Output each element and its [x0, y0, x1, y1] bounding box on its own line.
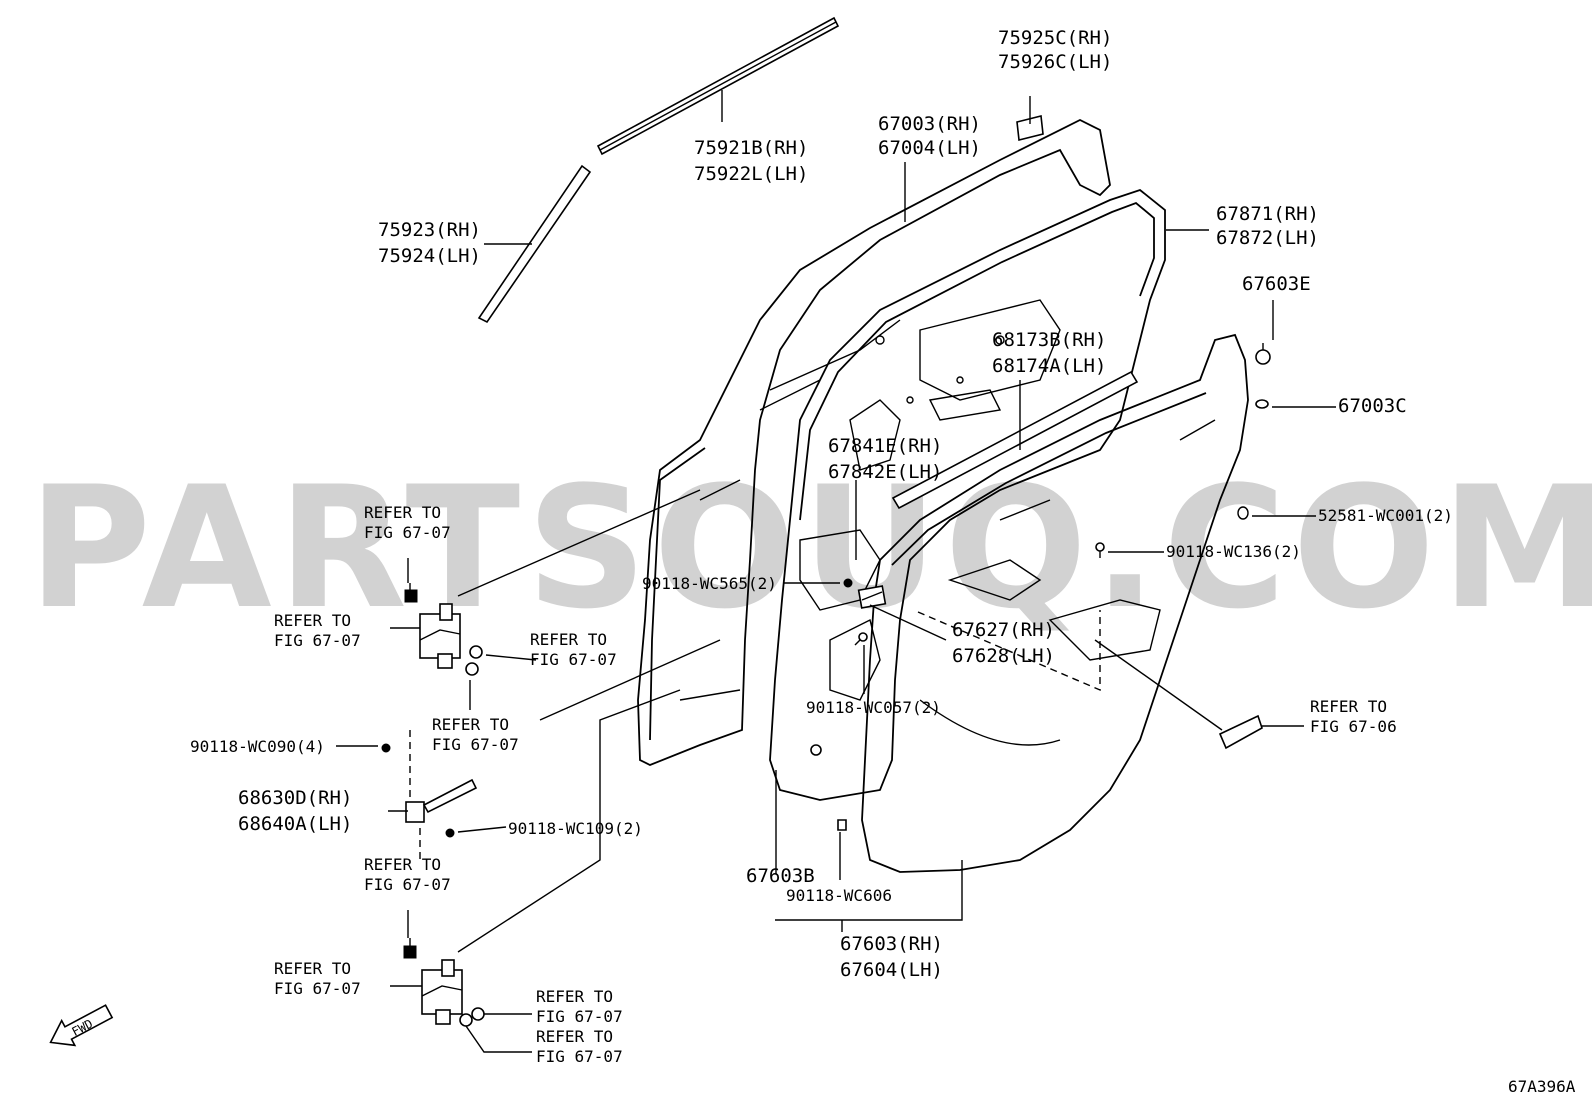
label-52581-wc001[interactable]: 52581-WC001(2): [1318, 506, 1453, 525]
ref-lower-hinge-line2[interactable]: FIG 67-07: [274, 979, 361, 998]
label-75925c[interactable]: 75925C(RH): [998, 27, 1112, 49]
handle-bezel[interactable]: [1218, 714, 1263, 750]
fwd-arrow-icon: FWD: [49, 1004, 114, 1047]
ref-mid-line1[interactable]: REFER TO: [432, 715, 509, 734]
leader-lines: [336, 90, 1336, 1053]
label-67841e[interactable]: 67841E(RH): [828, 435, 942, 457]
weatherstrip-67871[interactable]: [769, 188, 1166, 801]
label-67603b[interactable]: 67603B: [746, 865, 815, 887]
label-67003[interactable]: 67003(RH): [878, 113, 981, 135]
bracket-75925[interactable]: [1016, 115, 1044, 141]
label-90118-wc109[interactable]: 90118-WC109(2): [508, 819, 643, 838]
label-90118-wc606[interactable]: 90118-WC606: [786, 886, 892, 905]
label-75924[interactable]: 75924(LH): [378, 245, 481, 267]
label-75926c[interactable]: 75926C(LH): [998, 51, 1112, 73]
upper-hinge-nuts[interactable]: [465, 645, 483, 676]
glass-run-68173[interactable]: [891, 370, 1139, 510]
ref-handle-line1[interactable]: REFER TO: [1310, 697, 1387, 716]
label-90118-wc090[interactable]: 90118-WC090(4): [190, 737, 325, 756]
door-trim-67603[interactable]: [861, 333, 1249, 873]
upper-hinge[interactable]: [419, 603, 461, 669]
label-67627[interactable]: 67627(RH): [952, 619, 1055, 641]
label-75922l[interactable]: 75922L(LH): [694, 163, 808, 185]
label-75923[interactable]: 75923(RH): [378, 219, 481, 241]
ref-upper-nut-line1[interactable]: REFER TO: [530, 630, 607, 649]
upper-hinge-bolt[interactable]: [404, 583, 418, 603]
ref-upper-bolt-line1[interactable]: REFER TO: [364, 503, 441, 522]
label-90118-wc136[interactable]: 90118-WC136(2): [1166, 542, 1301, 561]
label-67871[interactable]: 67871(RH): [1216, 203, 1319, 225]
label-67004[interactable]: 67004(LH): [878, 137, 981, 159]
ref-upper-hinge-line1[interactable]: REFER TO: [274, 611, 351, 630]
lower-hinge[interactable]: [421, 959, 463, 1025]
clip-67603b[interactable]: [810, 744, 822, 756]
moulding-strip-75923[interactable]: [477, 164, 592, 324]
callout-labels: 75925C(RH) 75926C(LH) 75921B(RH) 75922L(…: [190, 27, 1453, 1066]
ref-upper-hinge-line2[interactable]: FIG 67-07: [274, 631, 361, 650]
ref-upper-bolt-line2[interactable]: FIG 67-07: [364, 523, 451, 542]
label-67603e[interactable]: 67603E: [1242, 273, 1311, 295]
label-67872[interactable]: 67872(LH): [1216, 227, 1319, 249]
belt-moulding-75921[interactable]: [596, 16, 840, 156]
label-67628[interactable]: 67628(LH): [952, 645, 1055, 667]
label-67604[interactable]: 67604(LH): [840, 959, 943, 981]
inside-handle-67627[interactable]: [857, 585, 887, 609]
watermark: PARTSOUQ.COM: [28, 450, 1592, 646]
label-75921b[interactable]: 75921B(RH): [694, 137, 808, 159]
ref-lower-nut2-line2[interactable]: FIG 67-07: [536, 1047, 623, 1066]
ref-lower-hinge-line1[interactable]: REFER TO: [274, 959, 351, 978]
label-68174a[interactable]: 68174A(LH): [992, 355, 1106, 377]
screw-wc565[interactable]: [843, 578, 853, 588]
screw-wc606[interactable]: [837, 819, 847, 831]
label-90118-wc565[interactable]: 90118-WC565(2): [642, 574, 777, 593]
ring-52581[interactable]: [1237, 506, 1249, 520]
clip-67003c[interactable]: [1255, 399, 1269, 409]
inner-panel-details: [799, 299, 1061, 701]
label-90118-wc057[interactable]: 90118-WC057(2): [806, 698, 941, 717]
ref-upper-nut-line2[interactable]: FIG 67-07: [530, 650, 617, 669]
ref-lower-nut1-line1[interactable]: REFER TO: [536, 987, 613, 1006]
label-67842e[interactable]: 67842E(LH): [828, 461, 942, 483]
screw-wc057[interactable]: [854, 632, 868, 646]
clip-67603e[interactable]: [1255, 343, 1271, 365]
fasteners: [810, 343, 1271, 831]
ref-handle-line2[interactable]: FIG 67-06: [1310, 717, 1397, 736]
label-68630d[interactable]: 68630D(RH): [238, 787, 352, 809]
lower-hinge-nuts[interactable]: [459, 1007, 485, 1027]
label-68640a[interactable]: 68640A(LH): [238, 813, 352, 835]
figure-code: 67A396A: [1508, 1077, 1576, 1096]
ref-lower-bolt-line1[interactable]: REFER TO: [364, 855, 441, 874]
ref-mid-line2[interactable]: FIG 67-07: [432, 735, 519, 754]
label-67003c[interactable]: 67003C: [1338, 395, 1407, 417]
door-drawing: [381, 16, 1271, 1027]
ref-lower-nut1-line2[interactable]: FIG 67-07: [536, 1007, 623, 1026]
label-67603[interactable]: 67603(RH): [840, 933, 943, 955]
ref-lower-nut2-line1[interactable]: REFER TO: [536, 1027, 613, 1046]
lower-hinge-bolt[interactable]: [403, 938, 417, 959]
label-68173b[interactable]: 68173B(RH): [992, 329, 1106, 351]
screw-wc136[interactable]: [1095, 542, 1105, 558]
ref-lower-bolt-line2[interactable]: FIG 67-07: [364, 875, 451, 894]
door-check-68630[interactable]: [381, 743, 478, 838]
